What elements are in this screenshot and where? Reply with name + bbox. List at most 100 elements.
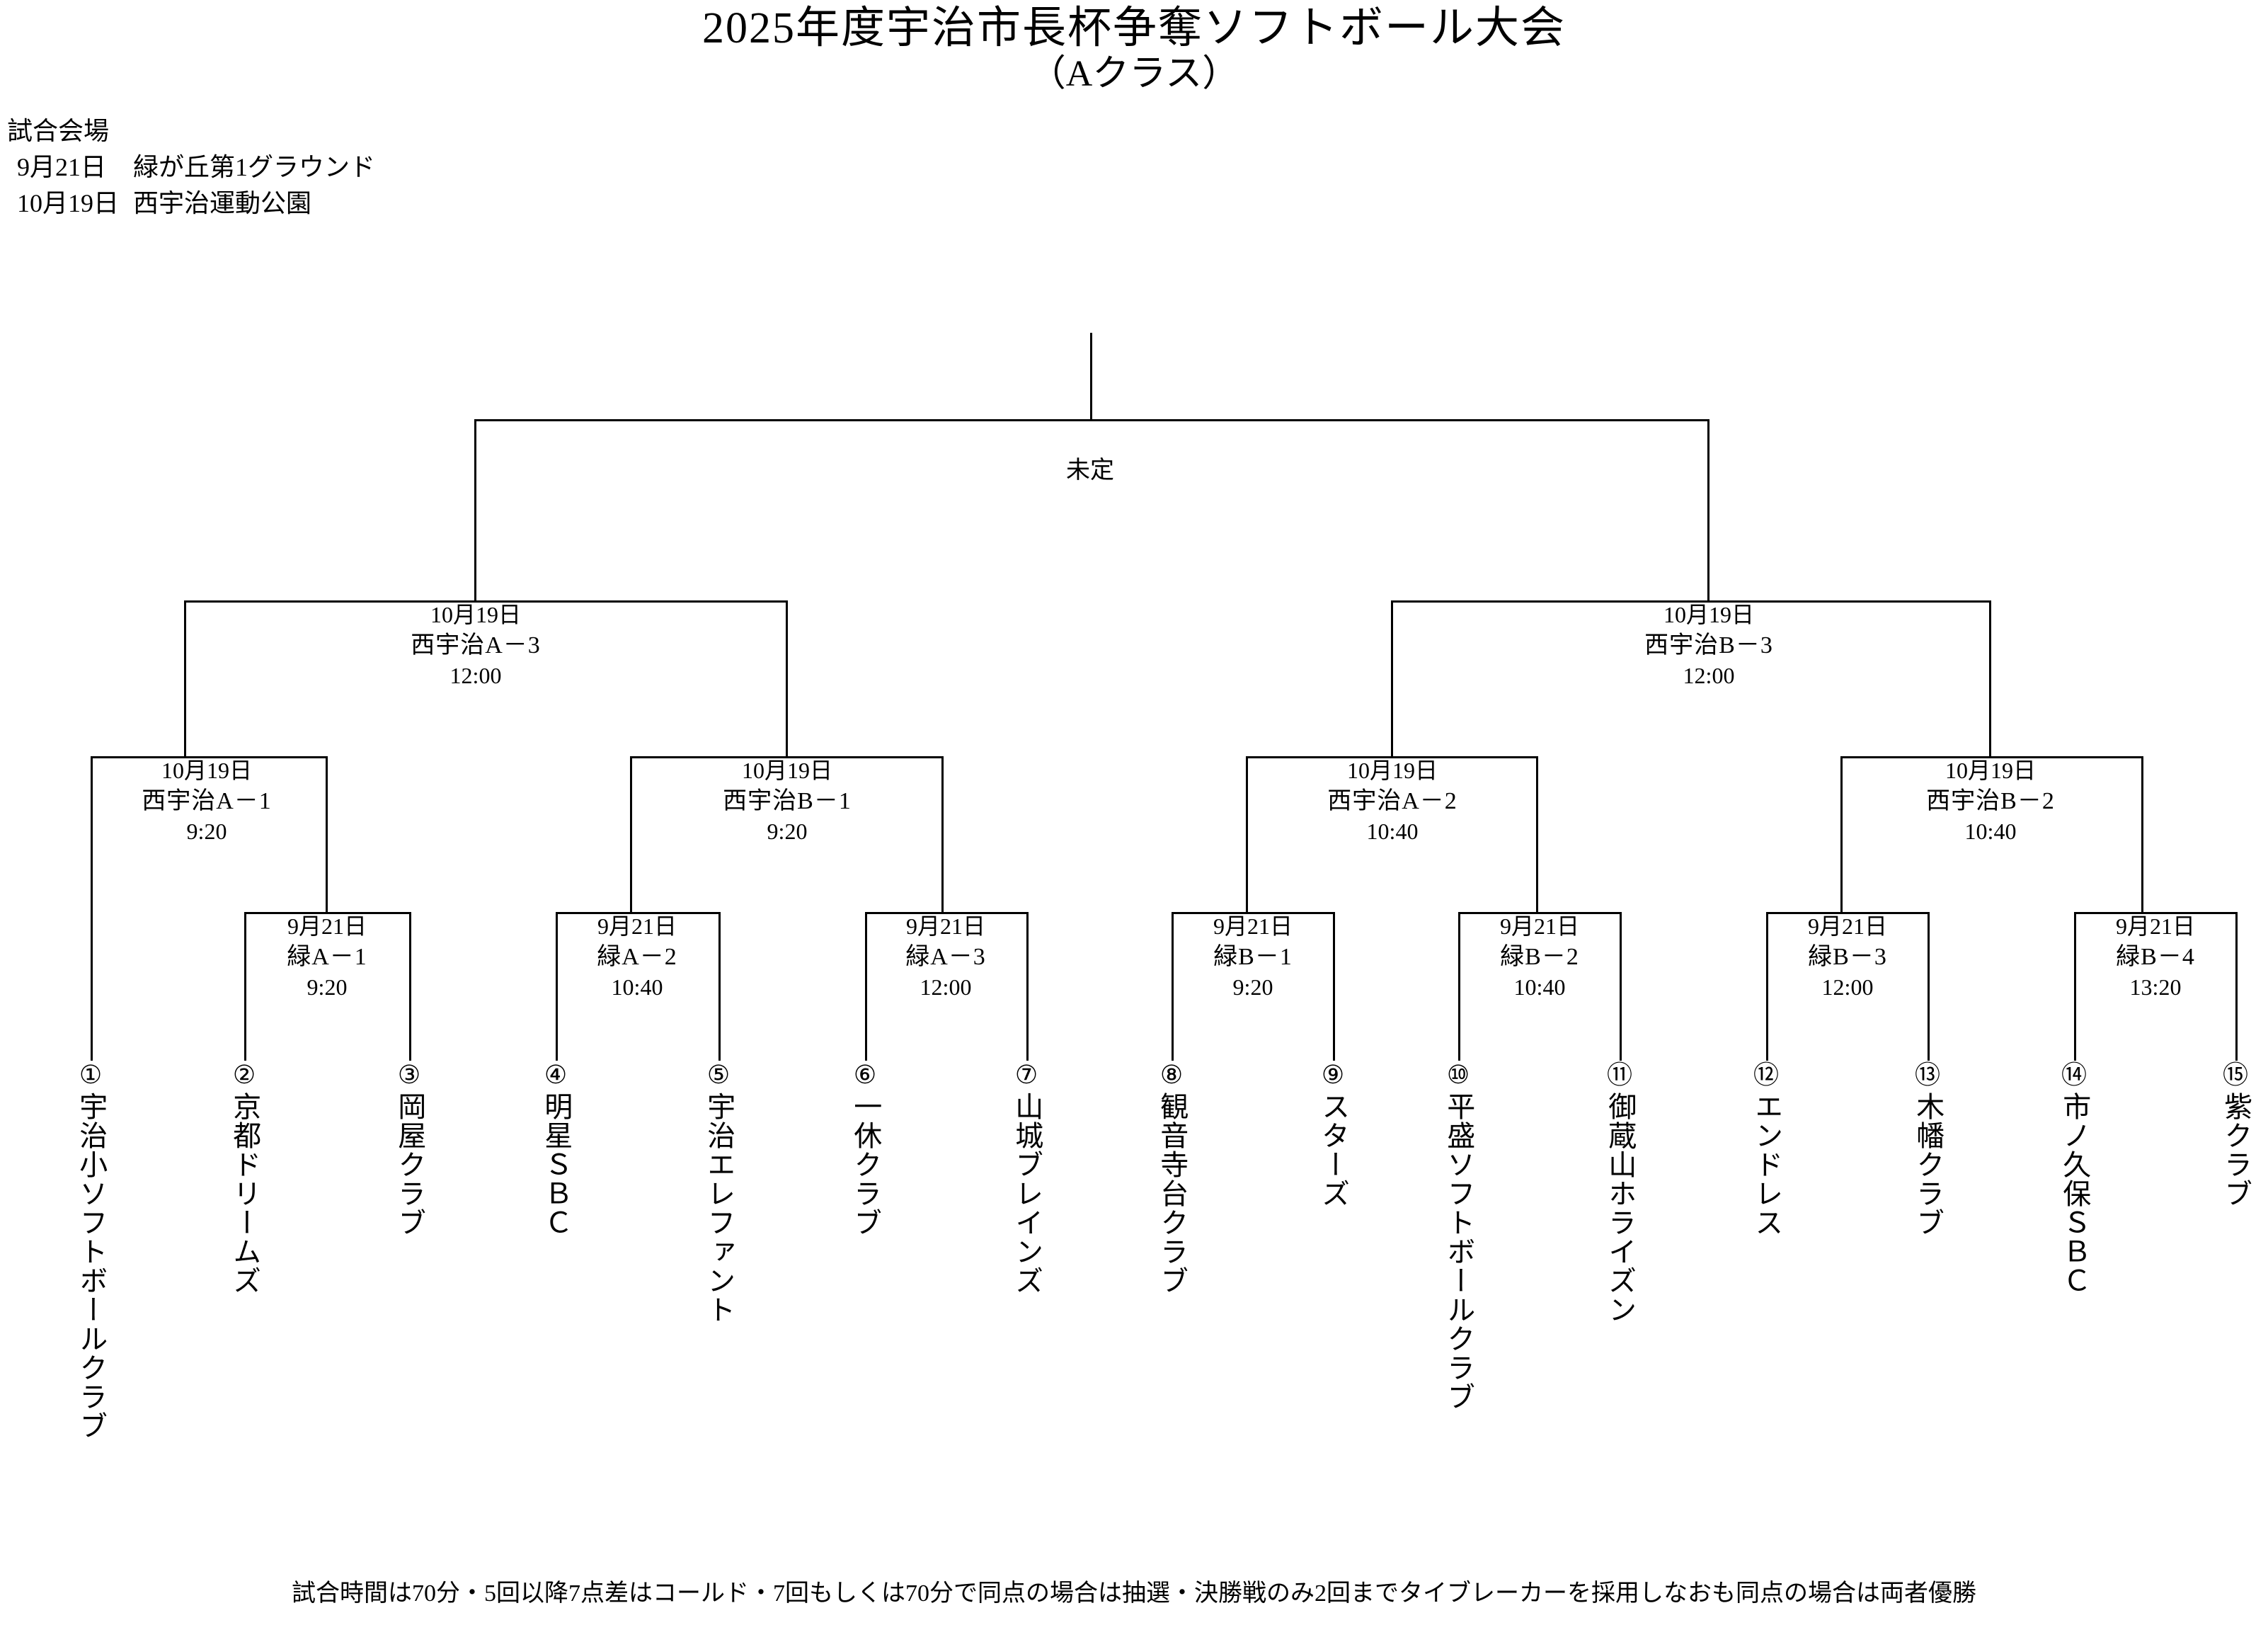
match-venue: 西宇治A－3 (411, 632, 541, 658)
team-entry-1[interactable]: ① 宇治小ソフトボールクラブ (64, 1062, 117, 1440)
team-entry-3[interactable]: ③ 岡屋クラブ (383, 1062, 435, 1237)
team-entry-14[interactable]: ⑭ 市ノ久保ＳＢＣ (2048, 1062, 2100, 1295)
semifinal-left-drop-b (786, 600, 788, 758)
match-date: 10月19日 (161, 758, 252, 783)
team-seed-number: ② (232, 1061, 256, 1089)
match-time: 10:40 (611, 974, 663, 1000)
r1-7-drop-right (2235, 912, 2238, 1061)
team-name: 宇治小ソフトボールクラブ (75, 1092, 108, 1440)
semifinal-right-drop-b (1989, 600, 1991, 758)
match-date: 9月21日 (1807, 913, 1888, 939)
venue-date: 10月19日 (17, 189, 120, 218)
match-venue: 西宇治B－1 (723, 787, 852, 814)
r1-5-drop-left (1458, 912, 1460, 1061)
team-seed-number: ④ (544, 1061, 568, 1089)
r1-6-drop-right (1928, 912, 1930, 1061)
venue-row-1: 9月21日緑が丘第1グラウンド (6, 149, 375, 186)
r1-3-connector (865, 912, 1028, 914)
match-time: 12:00 (449, 662, 502, 688)
r1-2-connector (556, 912, 720, 914)
team-entry-9[interactable]: ⑨ スターズ (1307, 1062, 1359, 1208)
match-label-qf-3: 10月19日 西宇治A－2 10:40 (1327, 756, 1457, 846)
final-match-status: 未定 (1066, 457, 1114, 484)
team-entry-6[interactable]: ⑥ 一休クラブ (839, 1062, 891, 1237)
match-time: 9:20 (307, 974, 348, 1000)
match-time: 12:00 (920, 974, 972, 1000)
qf3-drop-right (1536, 756, 1538, 913)
match-label-sf-right: 10月19日 西宇治B－3 12:00 (1644, 600, 1773, 690)
r1-3-drop-right (1026, 912, 1029, 1061)
match-label-r1-7: 9月21日 緑B－4 13:20 (2116, 912, 2195, 1002)
team-entry-11[interactable]: ⑪ 御蔵山ホライズン (1593, 1062, 1646, 1324)
match-date: 10月19日 (741, 758, 832, 783)
team-entry-8[interactable]: ⑧ 観音寺台クラブ (1145, 1062, 1198, 1295)
match-time: 9:20 (767, 818, 808, 844)
match-venue: 西宇治A－2 (1327, 787, 1457, 814)
match-date: 9月21日 (597, 913, 677, 939)
match-venue: 緑B－3 (1808, 943, 1887, 970)
r1-6-connector (1766, 912, 1929, 914)
r1-4-drop-left (1172, 912, 1174, 1061)
team-name: 観音寺台クラブ (1156, 1092, 1189, 1295)
r1-7-connector (2074, 912, 2237, 914)
semifinal-left-drop-a (184, 600, 186, 758)
match-venue: 西宇治A－1 (142, 787, 272, 814)
semifinal-left-connector (184, 600, 788, 603)
r1-1-drop-right (409, 912, 411, 1061)
qf1-connector (91, 756, 328, 758)
team-entry-13[interactable]: ⑬ 木幡クラブ (1901, 1062, 1954, 1237)
qf2-drop-left (630, 756, 632, 913)
page-title: 2025年度宇治市長杯争奪ソフトボール大会 （Aクラス） (0, 4, 2268, 96)
team-entry-12[interactable]: ⑫ エンドレス (1740, 1062, 1792, 1237)
r1-2-drop-left (556, 912, 558, 1061)
match-venue: 緑A－1 (287, 943, 367, 970)
rules-note: 試合時間は70分・5回以降7点差はコールド・7回もしくは70分で同点の場合は抽選… (292, 1580, 1976, 1607)
team-entry-5[interactable]: ⑤ 宇治エレファント (692, 1062, 745, 1324)
match-date: 9月21日 (905, 913, 985, 939)
match-venue: 緑A－3 (905, 943, 986, 970)
team-entry-2[interactable]: ② 京都ドリームズ (218, 1062, 270, 1295)
match-label-r1-6: 9月21日 緑B－3 12:00 (1808, 912, 1887, 1002)
qf3-connector (1246, 756, 1538, 758)
qf1-drop-left (91, 756, 93, 1061)
match-date: 9月21日 (1213, 913, 1293, 939)
team-seed-number: ⑫ (1753, 1061, 1779, 1089)
team-entry-15[interactable]: ⑮ 紫クラブ (2209, 1062, 2262, 1208)
match-venue: 緑B－4 (2116, 943, 2195, 970)
match-time: 10:40 (1366, 818, 1419, 844)
qf4-drop-right (2141, 756, 2143, 913)
team-seed-number: ⑬ (1914, 1061, 1940, 1089)
team-seed-number: ⑭ (2061, 1061, 2087, 1089)
r1-3-drop-left (865, 912, 867, 1061)
team-name: エンドレス (1751, 1092, 1783, 1237)
match-time: 9:20 (186, 818, 227, 844)
r1-7-drop-left (2074, 912, 2076, 1061)
team-seed-number: ① (79, 1061, 103, 1089)
r1-5-connector (1458, 912, 1621, 914)
match-date: 10月19日 (1346, 758, 1438, 783)
team-name: 紫クラブ (2220, 1092, 2252, 1208)
r1-2-drop-right (718, 912, 721, 1061)
match-label-r1-4: 9月21日 緑B－1 9:20 (1213, 912, 1293, 1002)
match-time: 13:20 (2129, 974, 2182, 1000)
team-entry-10[interactable]: ⑩ 平盛ソフトボールクラブ (1432, 1062, 1484, 1411)
match-time: 12:00 (1683, 662, 1735, 688)
team-entry-4[interactable]: ④ 明星ＳＢＣ (529, 1062, 582, 1237)
match-date: 9月21日 (287, 913, 367, 939)
team-entry-7[interactable]: ⑦ 山城ブレインズ (1000, 1062, 1053, 1295)
match-venue: 西宇治B－2 (1926, 787, 2055, 814)
team-seed-number: ⑪ (1606, 1061, 1632, 1089)
title-main: 2025年度宇治市長杯争奪ソフトボール大会 (701, 4, 1566, 52)
team-name: 岡屋クラブ (394, 1092, 426, 1237)
qf2-connector (630, 756, 944, 758)
team-name: 一休クラブ (849, 1092, 882, 1237)
final-left-drop (474, 419, 476, 602)
team-seed-number: ⑨ (1321, 1061, 1345, 1089)
title-subtitle: （Aクラス） (1029, 54, 1239, 95)
venue-row-2: 10月19日西宇治運動公園 (6, 186, 375, 222)
match-label-r1-5: 9月21日 緑B－2 10:40 (1500, 912, 1579, 1002)
match-date: 10月19日 (1945, 758, 2036, 783)
match-date: 10月19日 (430, 602, 521, 627)
match-time: 10:40 (1513, 974, 1566, 1000)
